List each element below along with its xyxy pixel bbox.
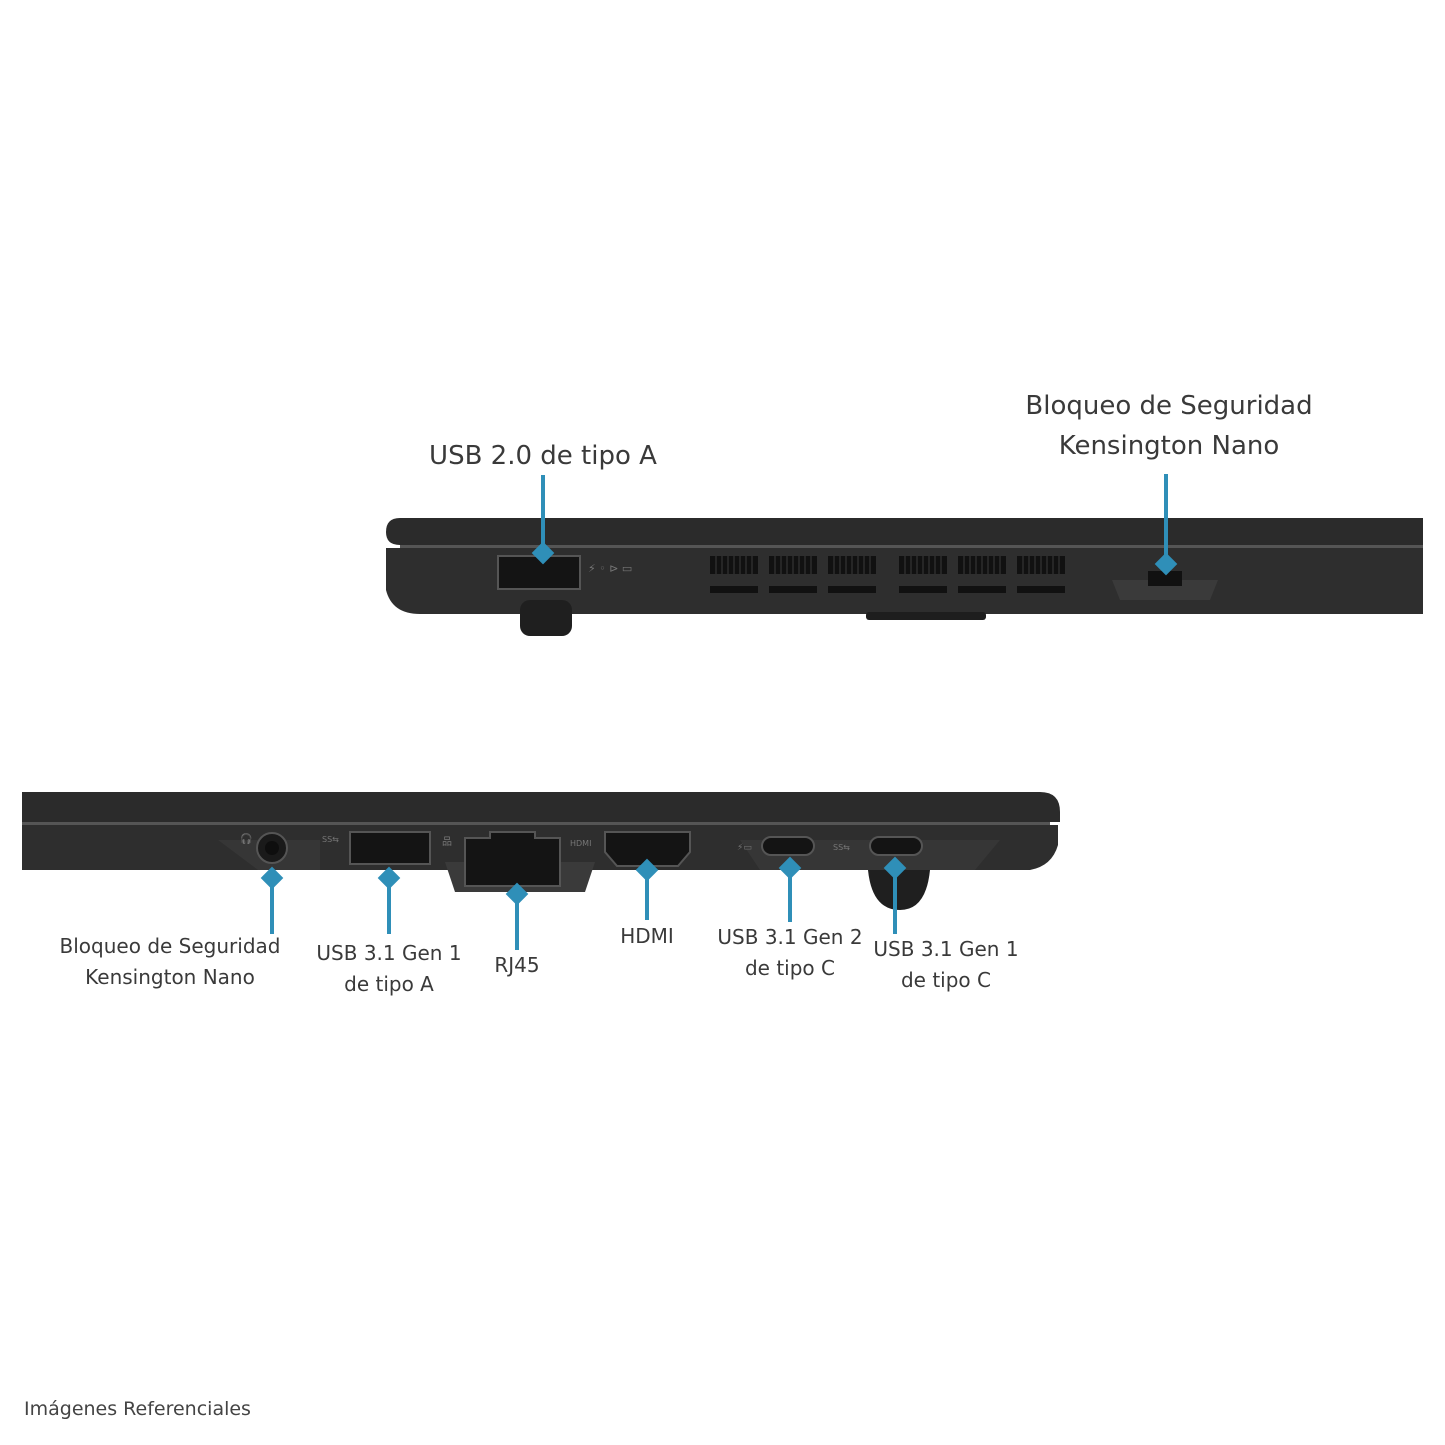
usb31a-port bbox=[349, 831, 431, 865]
right-side-view: ⚡ ◦ ⊳ ▭ bbox=[386, 474, 1423, 636]
status-icons: ⚡ ◦ ⊳ ▭ bbox=[588, 562, 632, 575]
callouts-left bbox=[260, 856, 907, 950]
label-usb31-gen2-type-c: USB 3.1 Gen 2 de tipo C bbox=[717, 925, 863, 980]
usbc2-port bbox=[761, 836, 815, 856]
callouts-right bbox=[531, 474, 1178, 576]
svg-text:🎧: 🎧 bbox=[240, 832, 252, 845]
label-usb31-gen1-type-a: USB 3.1 Gen 1 de tipo A bbox=[316, 941, 462, 996]
svg-text:品: 品 bbox=[442, 836, 452, 848]
label-hdmi: HDMI bbox=[620, 924, 674, 948]
rubber-foot bbox=[520, 600, 572, 636]
label-usb31-gen1-type-c: USB 3.1 Gen 1 de tipo C bbox=[873, 937, 1019, 992]
hdmi-port bbox=[604, 831, 691, 867]
svg-text:SS⇆: SS⇆ bbox=[833, 843, 850, 852]
label-usb2-type-a: USB 2.0 de tipo A bbox=[429, 441, 657, 471]
svg-text:⚡▭: ⚡▭ bbox=[737, 843, 752, 853]
rj45-port bbox=[464, 831, 561, 887]
footer-note: Imágenes Referenciales bbox=[24, 1398, 251, 1420]
label-rj45: RJ45 bbox=[494, 953, 540, 977]
svg-text:HDMI: HDMI bbox=[570, 839, 591, 848]
kensington-slot bbox=[1148, 571, 1182, 586]
usbc1-port bbox=[869, 836, 923, 856]
left-side-view: 🎧 SS⇆ 品 HDMI ⚡▭ SS⇆ bbox=[22, 792, 1060, 950]
svg-text:SS⇆: SS⇆ bbox=[322, 835, 339, 844]
label-kensington-lock-right: Bloqueo de Seguridad Kensington Nano bbox=[1025, 391, 1313, 461]
rubber-foot bbox=[868, 870, 930, 910]
label-kensington-lock-left: Bloqueo de Seguridad Kensington Nano bbox=[59, 934, 281, 989]
usb2-port bbox=[497, 555, 581, 590]
